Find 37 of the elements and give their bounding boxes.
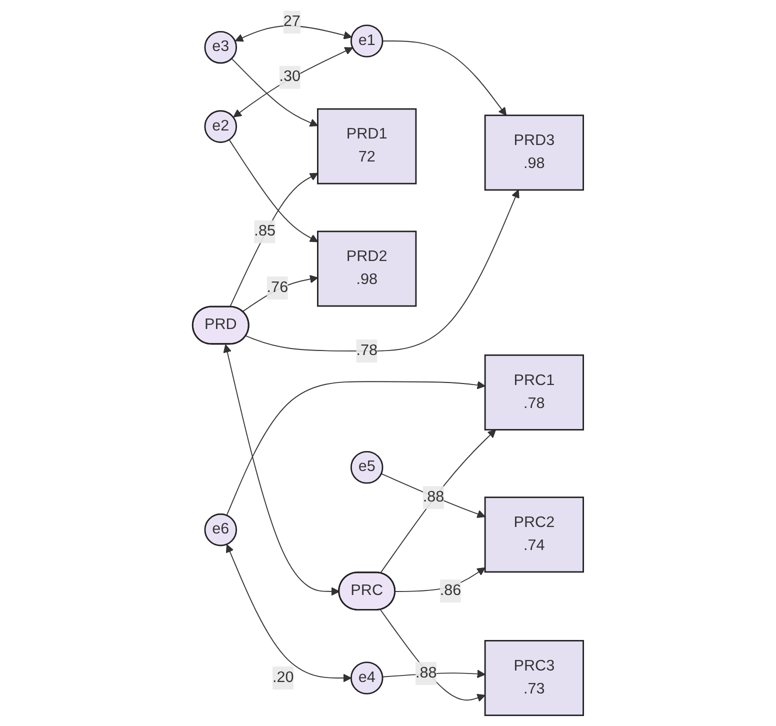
node-circle: e6 (204, 513, 238, 546)
arrow (228, 139, 318, 242)
arrow (233, 47, 354, 118)
node-box: PRD3 .98 (484, 114, 584, 191)
edge-label: 27 (283, 14, 300, 30)
node-circle: e5 (350, 451, 384, 484)
node-circle: e3 (204, 30, 238, 64)
edge-label: .30 (279, 68, 301, 86)
arrow (231, 58, 318, 127)
node-circle: e1 (350, 24, 384, 58)
arrow (242, 274, 318, 312)
arrow (382, 40, 507, 116)
edge-label: .20 (272, 669, 294, 686)
node-box: PRD1 72 (317, 108, 417, 184)
node-box: PRD2 .98 (317, 230, 417, 307)
node-circle: e4 (350, 662, 384, 694)
edge-label: .86 (440, 582, 462, 599)
arrow (229, 172, 318, 308)
arrow (226, 544, 352, 682)
node-box: PRC2 .74 (484, 496, 584, 573)
arrow (380, 429, 496, 574)
edge-label: .88 (422, 489, 444, 506)
arrow (394, 567, 486, 592)
arrow (226, 380, 486, 516)
node-box: PRC1 .78 (484, 354, 584, 430)
arrow (382, 670, 486, 678)
edge-label: .88 (416, 664, 437, 682)
node-circle: e2 (204, 110, 238, 143)
arrow (380, 473, 486, 518)
edge-label: .85 (254, 223, 276, 240)
arrow (380, 609, 486, 702)
arrow (246, 190, 520, 352)
edge-label: .76 (266, 279, 288, 296)
arrow (235, 25, 352, 42)
edge-label: .78 (356, 342, 378, 359)
arrow (223, 344, 340, 596)
node-box: PRC3 .73 (484, 640, 584, 716)
